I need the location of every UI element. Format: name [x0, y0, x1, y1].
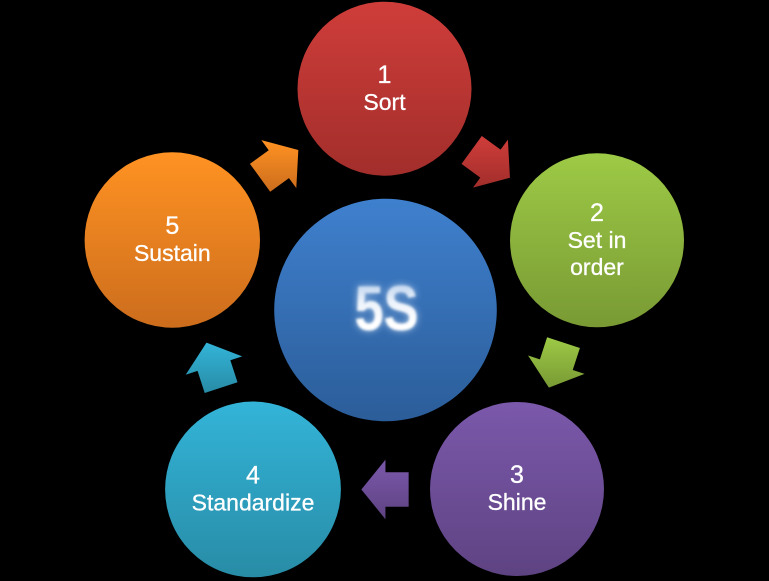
svg-text:5: 5 [165, 212, 179, 240]
svg-text:5S: 5S [355, 274, 419, 344]
svg-text:Standardize: Standardize [192, 490, 315, 516]
svg-text:order: order [570, 254, 624, 280]
svg-text:5S: 5S [355, 274, 419, 344]
svg-text:Shine: Shine [488, 489, 547, 515]
svg-text:1: 1 [378, 61, 392, 89]
svg-text:2: 2 [590, 199, 604, 227]
svg-text:3: 3 [510, 461, 524, 489]
svg-text:Sustain: Sustain [134, 240, 211, 266]
svg-text:Sort: Sort [363, 89, 406, 115]
svg-text:4: 4 [246, 462, 260, 490]
svg-text:Set in: Set in [568, 227, 627, 253]
